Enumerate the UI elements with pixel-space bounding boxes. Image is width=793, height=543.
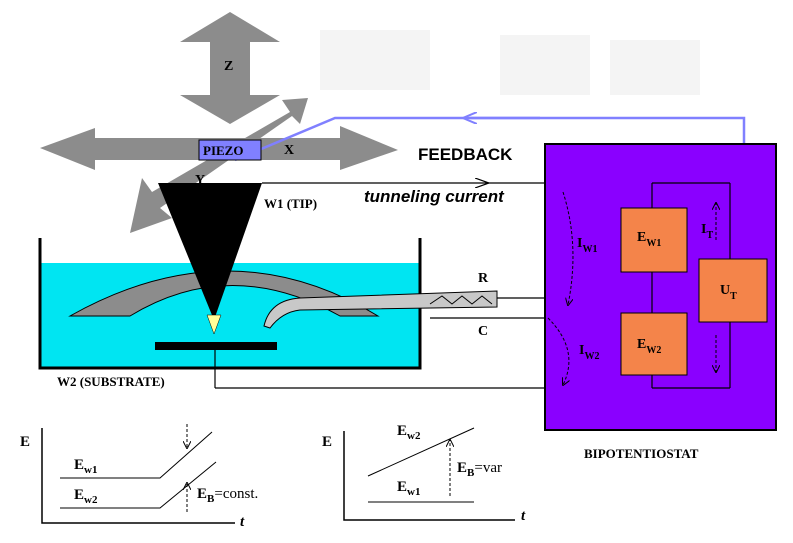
iw1-label: IW1: [577, 236, 597, 255]
tunneling-current-label: tunneling current: [364, 187, 505, 206]
graph-var-ew2-label: Ew2: [397, 423, 421, 442]
graph-var-y-label: E: [322, 434, 332, 450]
ew2-label: EW2: [637, 337, 661, 356]
substrate-electrode: [155, 342, 277, 350]
background-watermark: [320, 30, 700, 95]
it-label: IT: [701, 222, 713, 241]
z-axis-label: Z: [224, 59, 233, 74]
y-axis-arrow: [130, 98, 308, 233]
z-axis-arrow: [180, 12, 280, 124]
graph-const-ew1-label: Ew1: [74, 457, 97, 476]
stm-tip: [158, 183, 262, 320]
graph-var: [343, 427, 515, 521]
graph-var-ew1-label: Ew1: [397, 479, 420, 498]
x-axis-label: X: [284, 143, 294, 158]
ew1-label: EW1: [637, 230, 661, 249]
graph-const-ew2-label: Ew2: [74, 487, 98, 506]
ut-label: UT: [720, 283, 737, 302]
ew2-box: [620, 312, 688, 376]
bipotentiostat-label: BIPOTENTIOSTAT: [584, 446, 699, 461]
graph-var-x-label: t: [521, 508, 526, 524]
feedback-label: FEEDBACK: [418, 145, 513, 164]
piezo-box: [198, 139, 262, 161]
graph-const-eb-label: EB=const.: [197, 486, 258, 505]
counter-label: C: [478, 324, 488, 339]
graph-const: [41, 424, 235, 524]
ut-box: [698, 258, 768, 323]
tip-apex: [206, 314, 222, 335]
reference-capillary: [263, 290, 498, 329]
electrochemical-cell: [38, 238, 498, 370]
ew1-box: [620, 207, 688, 273]
graph-const-x-label: t: [240, 514, 245, 530]
y-axis-label: Y: [195, 173, 205, 188]
graph-var-eb-label: EB=var: [457, 460, 502, 479]
graph-const-y-label: E: [20, 434, 30, 450]
tip-label: W1 (TIP): [264, 196, 317, 211]
reference-wire: [429, 295, 493, 305]
iw2-label: IW2: [579, 343, 599, 362]
cell-arc: [68, 270, 380, 317]
bipotentiostat: [544, 143, 777, 431]
reference-label: R: [478, 271, 489, 286]
substrate-label: W2 (SUBSTRATE): [57, 374, 165, 389]
piezo-label: PIEZO: [203, 143, 243, 158]
